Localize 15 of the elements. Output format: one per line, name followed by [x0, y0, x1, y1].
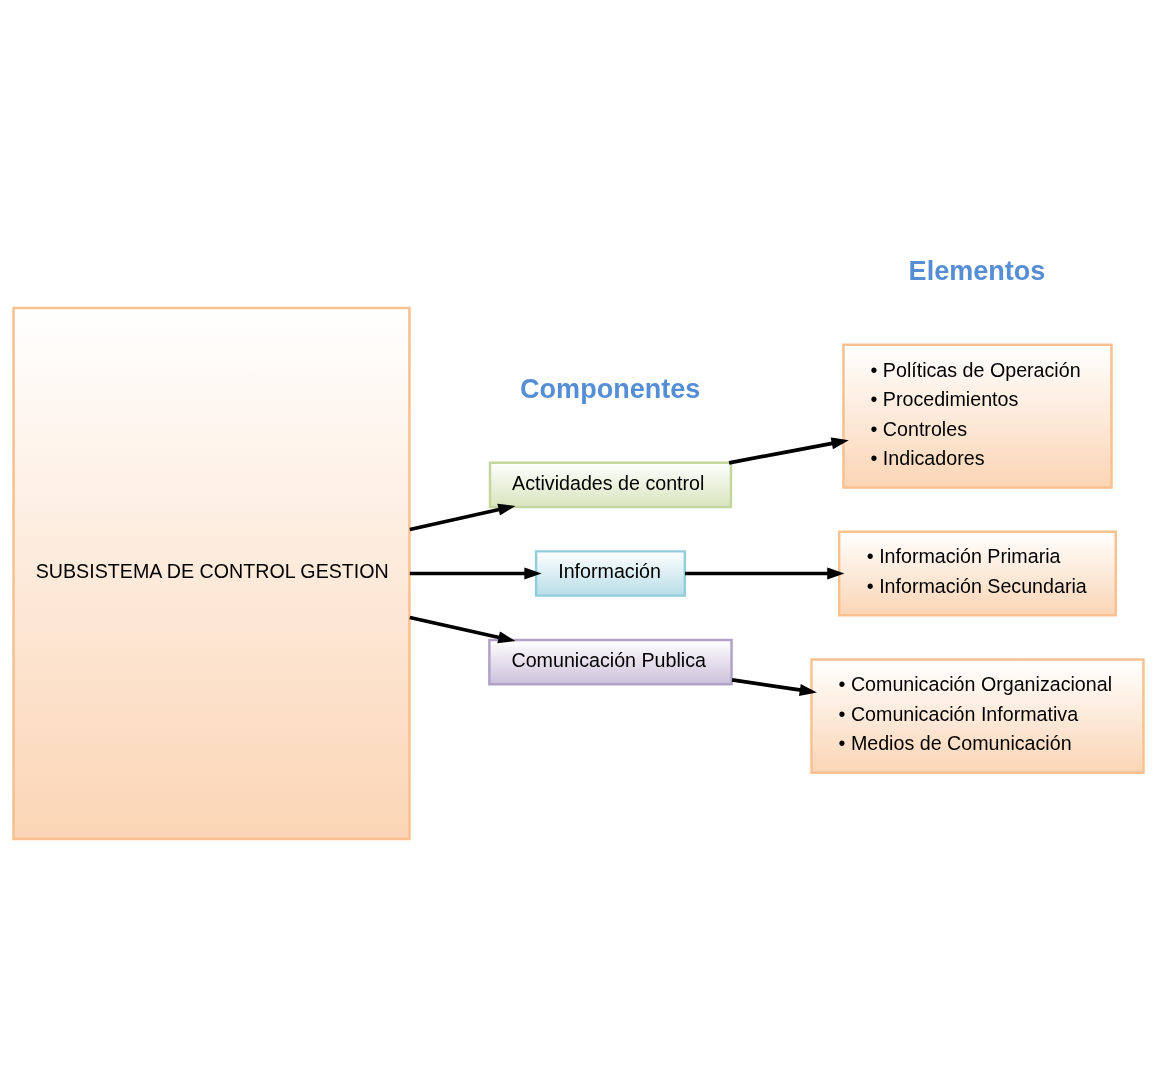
arrow [728, 437, 849, 465]
node-box: • Políticas de Operación • Procedimientos • Controles • Indicadores [842, 343, 1113, 489]
node-box: SUBSISTEMA DE CONTROL GESTION [12, 306, 411, 841]
arrow [409, 567, 542, 580]
node-box: • Comunicación Organizacional • Comunicación Informativa • Medios de Comunicación [810, 658, 1145, 774]
node-box: • Información Primaria • Información Secundaria [837, 530, 1118, 617]
arrow [409, 503, 516, 532]
node-box: Actividades de control [488, 461, 733, 509]
arrow [409, 615, 516, 644]
node-box: Comunicación Publica [488, 638, 733, 686]
arrow [731, 678, 817, 696]
arrow [685, 567, 845, 580]
label: Componentes [520, 374, 701, 405]
label: Elementos [908, 256, 1046, 287]
node-box: Información [534, 550, 687, 597]
